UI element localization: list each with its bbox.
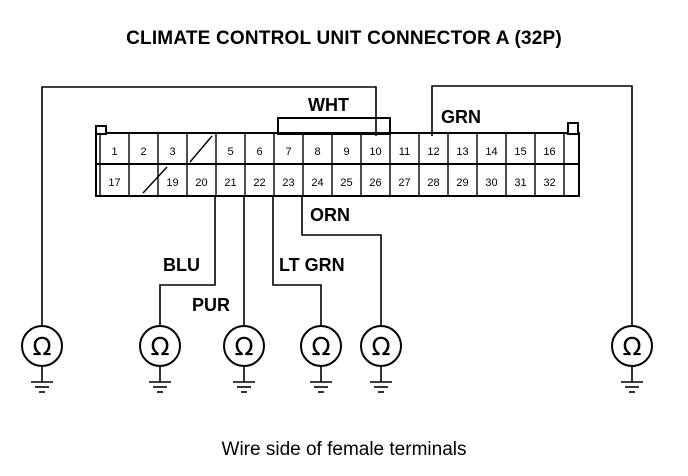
wire-ltgrn: [272, 196, 322, 326]
pin-number: 28: [427, 177, 439, 189]
pin-number: 9: [343, 146, 349, 158]
bottom-row-pins: 17 19 20 21 22 23 24 25 26 27 28 29 30 31 32: [108, 177, 555, 189]
wire-label-pur: PUR: [192, 295, 230, 315]
pin-number: 5: [227, 146, 233, 158]
pin-number: 31: [514, 177, 526, 189]
connector-tabs: [95, 117, 579, 135]
wire-label-wht: WHT: [308, 95, 349, 115]
pin-number: 27: [398, 177, 410, 189]
wire-label-grn: GRN: [441, 107, 481, 127]
pin-number: 6: [256, 146, 262, 158]
pin-number: 15: [514, 146, 526, 158]
pin-number: 26: [369, 177, 381, 189]
ohmmeter-icon: Ω: [300, 325, 342, 393]
ohmmeter-icon: Ω: [611, 325, 653, 393]
ohm-symbol: Ω: [311, 332, 330, 361]
pin-number: 3: [169, 146, 175, 158]
pin-number: 23: [282, 177, 294, 189]
pin-dividers: [99, 134, 565, 195]
pin-number: 30: [485, 177, 497, 189]
pin-number: 8: [314, 146, 320, 158]
diagram-title: CLIMATE CONTROL UNIT CONNECTOR A (32P): [126, 28, 562, 49]
pin-number: 16: [543, 146, 555, 158]
pin-number: 7: [285, 146, 291, 158]
pin-number: 21: [224, 177, 236, 189]
wire-label-orn: ORN: [310, 205, 350, 225]
wire-wht: [41, 86, 377, 326]
ohm-symbol: Ω: [32, 332, 51, 361]
pin-number: 1: [111, 146, 117, 158]
ohmmeter-icon: Ω: [223, 325, 265, 393]
ohm-symbol: Ω: [622, 332, 641, 361]
pin-number: 19: [166, 177, 178, 189]
pin-number: 25: [340, 177, 352, 189]
pin-number: 32: [543, 177, 555, 189]
pin-number: 12: [427, 146, 439, 158]
wire-grn: [431, 85, 633, 326]
ohm-symbol: Ω: [371, 332, 390, 361]
pin-number: 20: [195, 177, 207, 189]
pin-number: 14: [485, 146, 497, 158]
empty-cavity-marks: [142, 135, 213, 194]
ohm-symbol: Ω: [234, 332, 253, 361]
wire-orn: [301, 196, 382, 326]
ohmmeter-icon: Ω: [139, 325, 181, 393]
wiring: [41, 85, 633, 326]
pin-number: 24: [311, 177, 323, 189]
pin-number: 13: [456, 146, 468, 158]
ohmmeter-icon: Ω: [360, 325, 402, 393]
pin-number: 11: [399, 146, 410, 158]
pin-number: 10: [369, 146, 381, 158]
pin-number: 2: [140, 146, 146, 158]
wire-blu: [159, 196, 216, 326]
pin-number: 17: [108, 177, 120, 189]
wire-label-blu: BLU: [163, 255, 200, 275]
ohmmeter-icon: Ω: [21, 325, 63, 393]
pin-number: 22: [253, 177, 265, 189]
ohm-symbol: Ω: [150, 332, 169, 361]
wire-label-ltgrn: LT GRN: [279, 255, 345, 275]
diagram-caption: Wire side of female terminals: [221, 439, 467, 460]
pin-number: 29: [456, 177, 468, 189]
